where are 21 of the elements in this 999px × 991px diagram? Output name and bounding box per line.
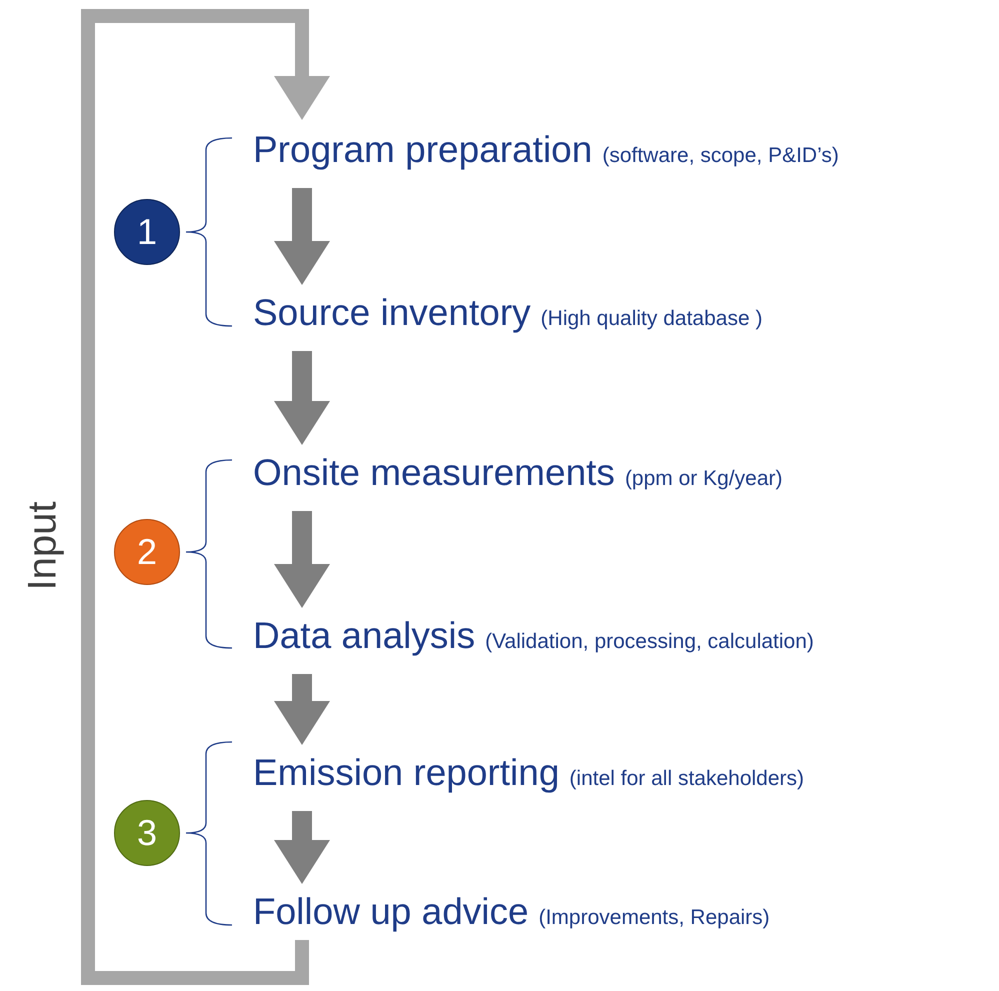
step-note: (software, scope, P&ID’s) [602,144,839,168]
number-badge: 3 [114,800,180,866]
step-title: Emission reporting [253,751,560,795]
arrow [274,351,330,445]
step-title: Source inventory [253,291,531,335]
step-note: (Improvements, Repairs) [538,906,770,930]
arrow [274,811,330,884]
step-title: Onsite measurements [253,451,615,495]
number-badge: 1 [114,199,180,265]
step-note: (ppm or Kg/year) [624,467,782,491]
step-title: Follow up advice [253,890,529,934]
step-note: (intel for all stakeholders) [569,767,804,791]
arrow [274,511,330,608]
arrow [274,674,330,745]
arrow [274,188,330,285]
step-title: Data analysis [253,614,476,658]
number-badge: 2 [114,519,180,585]
step-note: (Validation, processing, calculation) [485,630,814,654]
edge-label: Input [20,502,66,590]
step-title: Program preparation [253,128,592,172]
step-note: (High quality database ) [540,307,762,331]
